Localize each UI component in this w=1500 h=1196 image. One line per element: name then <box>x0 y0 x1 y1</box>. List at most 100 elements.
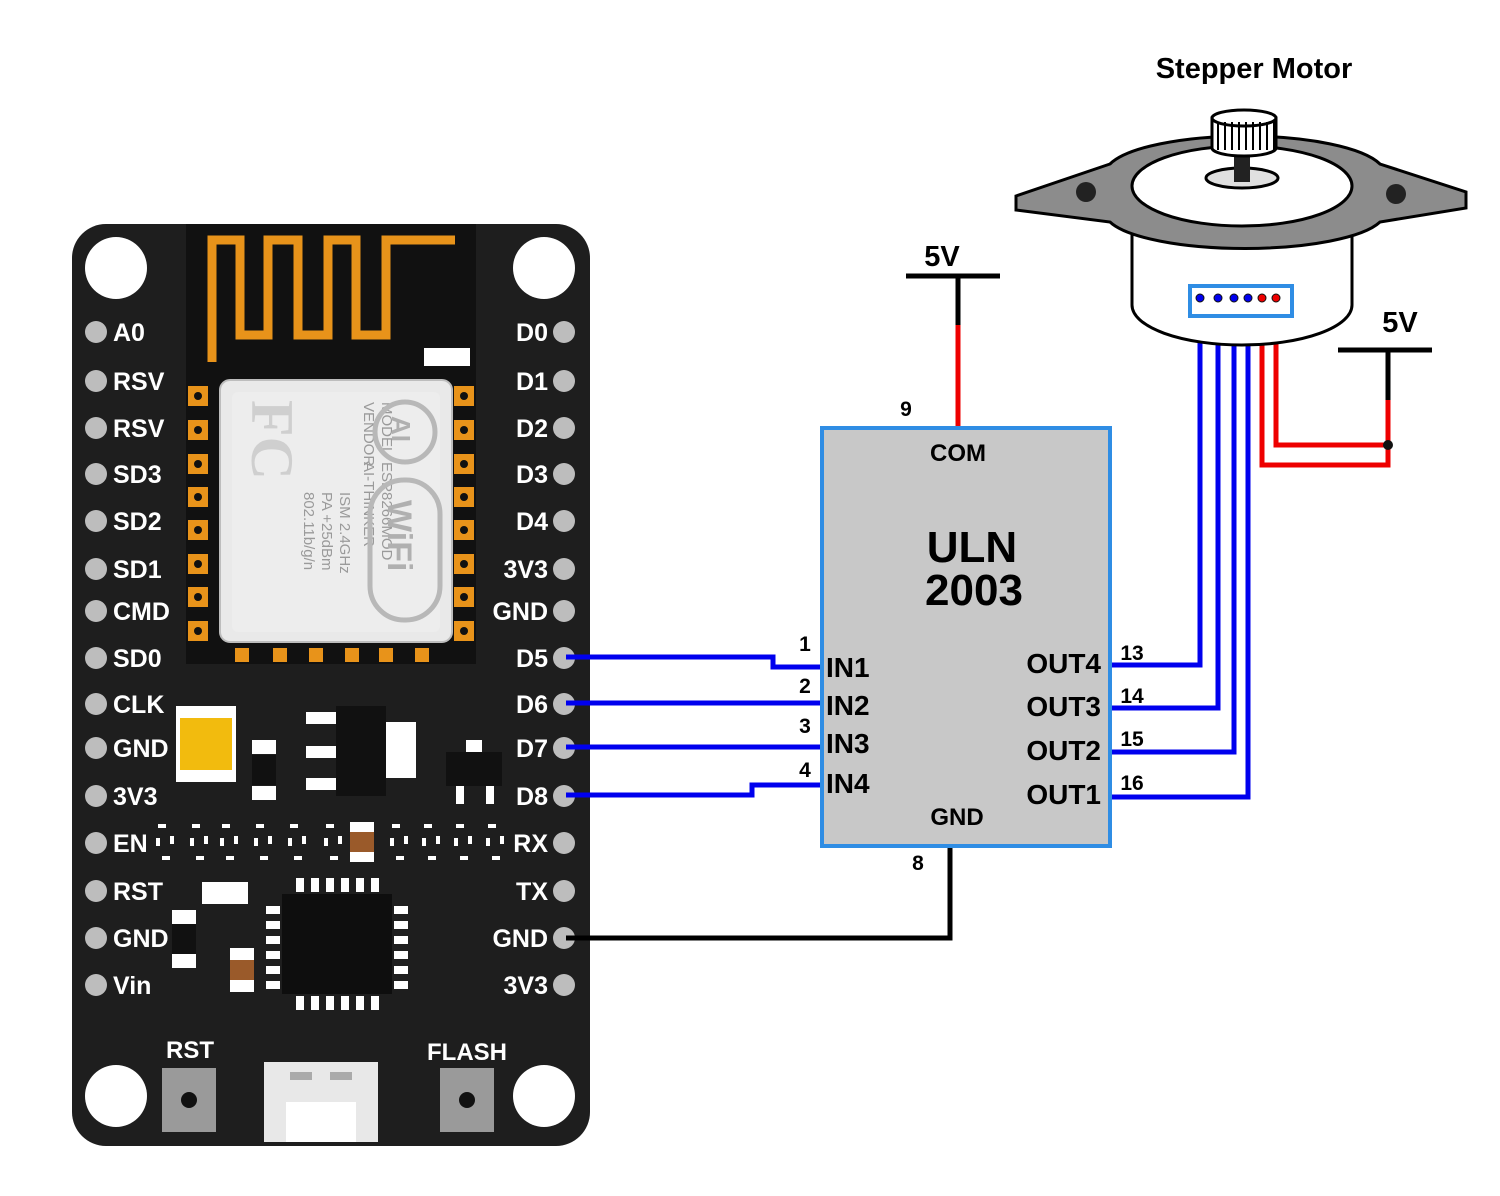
mount-hole-top-left <box>85 237 147 299</box>
pin-header-right <box>553 370 575 392</box>
driver-com-pin-number: 9 <box>900 398 912 421</box>
pin-label-right: GND <box>492 925 548 953</box>
module-standard: 802.11b/g/n <box>300 492 317 570</box>
pin-label-right: D2 <box>516 415 548 443</box>
pin-label-left: SD3 <box>113 461 162 489</box>
supply-label-com: 5V <box>924 241 960 273</box>
pin-header-right <box>553 785 575 807</box>
flash-button[interactable] <box>440 1068 494 1132</box>
pin-label-right: D7 <box>516 735 548 763</box>
module-vendor-label: VENDOR <box>360 402 377 466</box>
driver-input-label: IN2 <box>826 690 870 721</box>
driver-output-label: OUT1 <box>1026 779 1101 810</box>
driver-output-pin-number: 14 <box>1120 685 1144 708</box>
stepper-motor <box>1014 108 1468 347</box>
rst-button[interactable] <box>162 1068 216 1132</box>
driver-input-pin-number: 3 <box>799 715 811 738</box>
mount-hole-bottom-right <box>513 1065 575 1127</box>
pin-header-right <box>553 600 575 622</box>
uln2003-driver <box>820 426 1112 848</box>
driver-name-line2: 2003 <box>925 566 1023 615</box>
driver-output-label: OUT3 <box>1026 691 1101 722</box>
pin-label-left: RSV <box>113 415 165 443</box>
pin-header-left <box>85 785 107 807</box>
antenna-trace <box>207 235 455 362</box>
motor-connector-pin <box>1243 293 1253 303</box>
motor-connector-pin <box>1229 293 1239 303</box>
pin-label-right: RX <box>513 830 548 858</box>
pin-header-left <box>85 370 107 392</box>
pin-label-left: GND <box>113 735 169 763</box>
pin-header-left <box>85 558 107 580</box>
module-ai-logo <box>372 399 438 465</box>
motor-title: Stepper Motor <box>1156 53 1353 85</box>
pin-header-right <box>553 880 575 902</box>
motor-connector-pin <box>1195 293 1205 303</box>
flash-button-label: FLASH <box>427 1039 507 1066</box>
pin-header-left <box>85 737 107 759</box>
wire-d5-in1 <box>566 654 822 670</box>
pin-label-left: SD0 <box>113 645 162 673</box>
pin-header-left <box>85 647 107 669</box>
wire-motor-red-2 <box>1273 298 1388 448</box>
pin-header-left <box>85 693 107 715</box>
wire-out1 <box>1110 298 1251 800</box>
motor-connector-pin <box>1257 293 1267 303</box>
module-freq: ISM 2.4GHz <box>336 492 353 574</box>
pin-header-left <box>85 417 107 439</box>
pin-header-right <box>553 321 575 343</box>
pin-label-right: D0 <box>516 319 548 347</box>
driver-input-label: IN3 <box>826 728 870 759</box>
pin-label-left: SD1 <box>113 556 162 584</box>
pin-label-left: 3V3 <box>113 783 157 811</box>
driver-gnd-pin-number: 8 <box>912 852 924 875</box>
pin-header-left <box>85 880 107 902</box>
pin-label-left: Vin <box>113 972 151 1000</box>
module-power: PA +25dBm <box>318 492 335 571</box>
pin-header-left <box>85 321 107 343</box>
pin-header-left <box>85 510 107 532</box>
wire-gnd <box>566 848 953 941</box>
pin-label-right: D3 <box>516 461 548 489</box>
pin-header-right <box>553 510 575 532</box>
pin-header-right <box>553 417 575 439</box>
driver-output-pin-number: 13 <box>1120 642 1143 665</box>
module-wifi-logo <box>367 477 443 623</box>
driver-output-pin-number: 15 <box>1120 728 1144 751</box>
pin-header-right <box>553 974 575 996</box>
pin-label-right: D6 <box>516 691 548 719</box>
pin-header-left <box>85 927 107 949</box>
driver-input-label: IN4 <box>826 768 870 799</box>
pin-label-left: CMD <box>113 598 170 626</box>
driver-com-label: COM <box>930 440 986 467</box>
esp8266-module: MODEL VENDOR ESP8266MOD AI-THINKER ISM 2… <box>186 224 476 664</box>
pin-label-left: A0 <box>113 319 145 347</box>
driver-input-pin-number: 1 <box>799 633 811 656</box>
pin-label-right: D5 <box>516 645 548 673</box>
pin-header-right <box>553 927 575 949</box>
nodemcu-board: MODEL VENDOR ESP8266MOD AI-THINKER ISM 2… <box>72 224 590 1146</box>
mount-hole-bottom-left <box>85 1065 147 1127</box>
rst-button-label: RST <box>166 1037 214 1064</box>
driver-name-line1: ULN <box>927 523 1017 572</box>
pin-header-right <box>553 558 575 580</box>
smd-components <box>156 706 504 1010</box>
pin-label-left: GND <box>113 925 169 953</box>
driver-gnd-label: GND <box>930 804 983 831</box>
pin-label-left: RST <box>113 878 163 906</box>
wire-motor-red-1 <box>1259 298 1391 468</box>
driver-output-pin-number: 16 <box>1120 772 1143 795</box>
motor-connector-pin <box>1213 293 1223 303</box>
mount-hole-top-right <box>513 237 575 299</box>
driver-input-label: IN1 <box>826 652 870 683</box>
usb-serial-chip <box>282 894 392 994</box>
wire-d8-in4 <box>566 782 822 798</box>
pin-header-right <box>553 693 575 715</box>
usb-port[interactable] <box>264 1062 378 1142</box>
pin-label-right: 3V3 <box>504 556 548 584</box>
supply-label-motor: 5V <box>1382 307 1418 339</box>
pin-label-left: SD2 <box>113 508 162 536</box>
pin-header-left <box>85 600 107 622</box>
driver-output-label: OUT4 <box>1026 648 1101 679</box>
